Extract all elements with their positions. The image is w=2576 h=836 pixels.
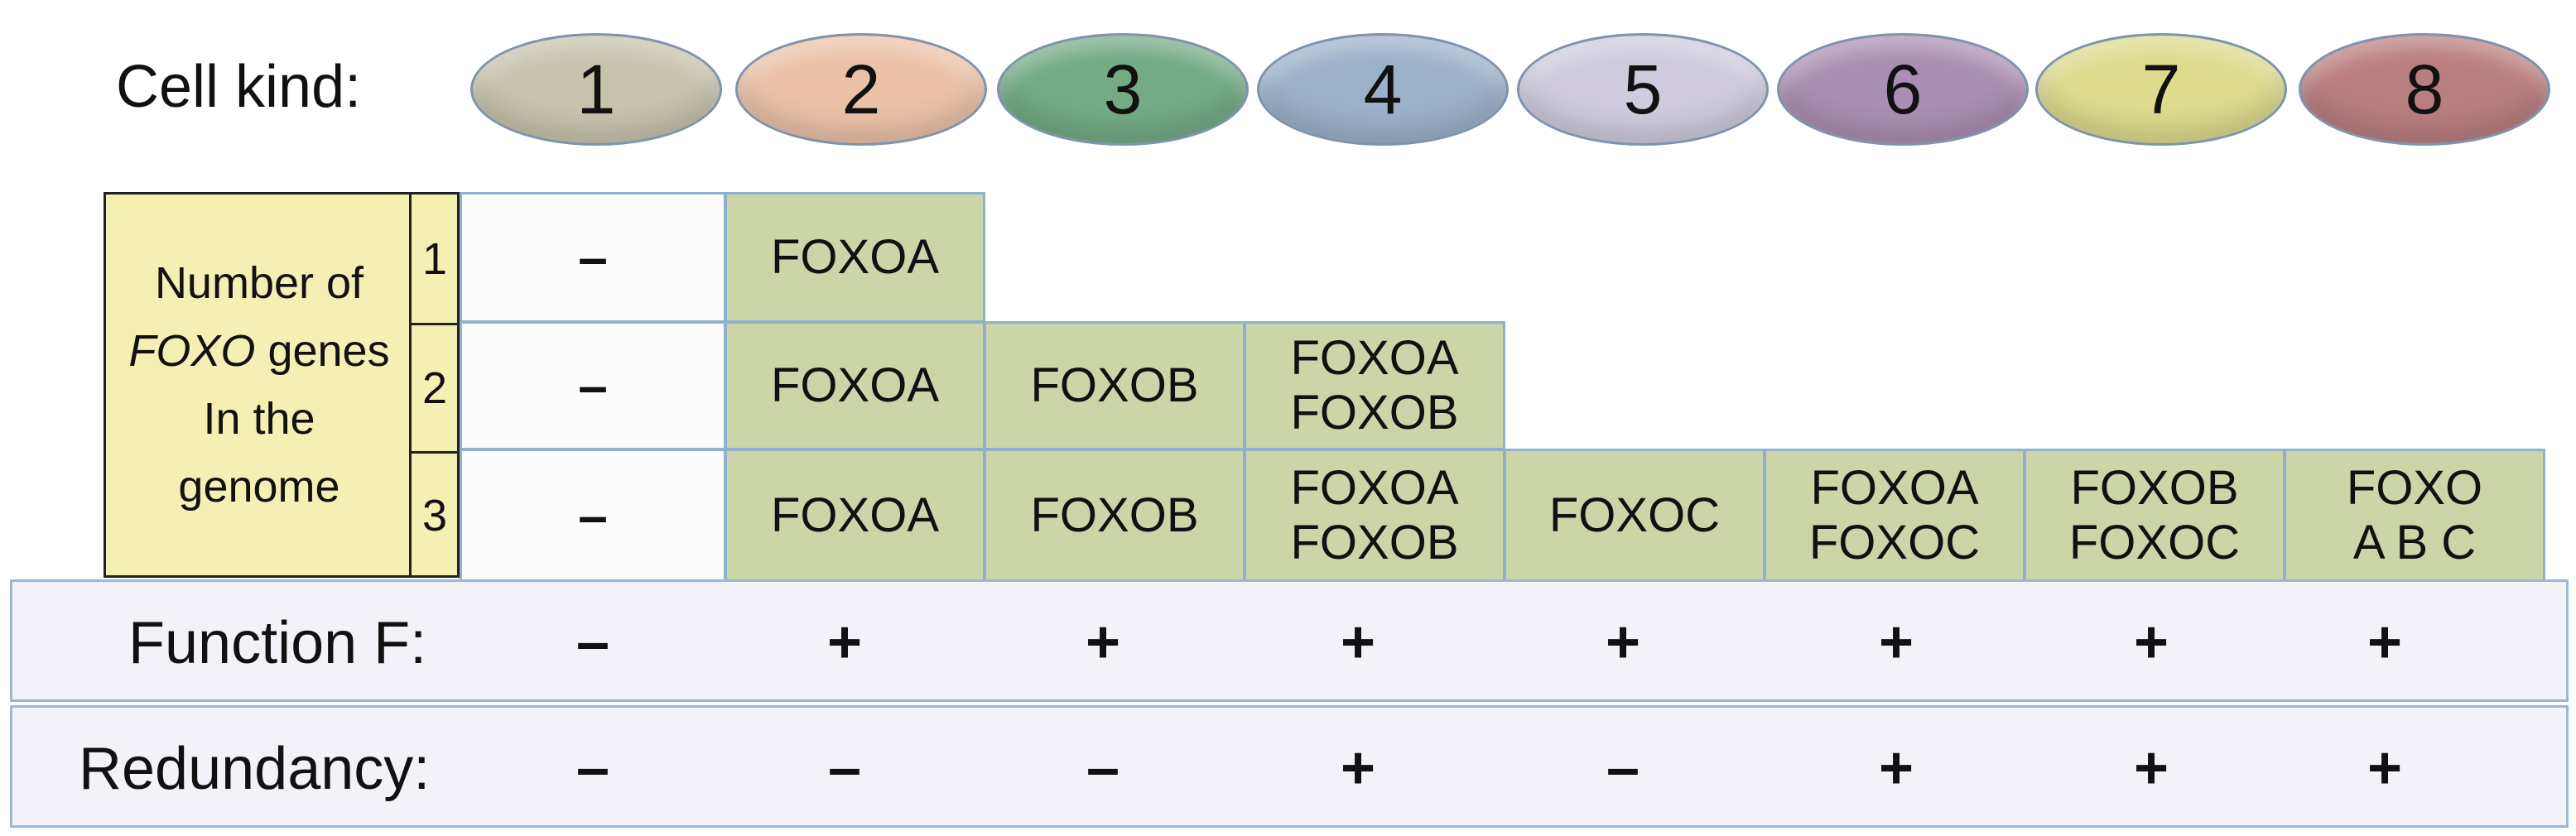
gene-count-label-line1: Number of <box>154 258 364 308</box>
redundancy-value-4: + <box>1340 735 1376 801</box>
cell-r2-k3: FOXOB <box>984 321 1245 450</box>
redundancy-value-8: + <box>2367 735 2403 801</box>
redundancy-value-7: + <box>2133 735 2169 801</box>
cell-kind-4: 4 <box>1257 33 1509 146</box>
gene-count-label: Number of FOXO genes In the genome <box>114 195 404 575</box>
cell-r3-k5: FOXOC <box>1504 449 1765 583</box>
cell-r2-k4-line1: FOXOA <box>1290 331 1459 385</box>
cell-r2-k4: FOXOA FOXOB <box>1244 321 1505 450</box>
gene-count-3: 3 <box>421 490 448 541</box>
cell-kind-8: 8 <box>2299 33 2550 146</box>
cell-r3-k4-line1: FOXOA <box>1290 461 1459 515</box>
gene-count-label-line4: genome <box>178 462 340 512</box>
redundancy-row: Redundancy: <box>10 705 2569 828</box>
function-value-8: + <box>2367 609 2403 675</box>
cell-r3-k8-line2: A B C <box>2352 516 2477 569</box>
cell-kind-1: 1 <box>470 33 722 146</box>
function-row-label: Function F: <box>128 610 427 676</box>
redundancy-value-3: – <box>1086 735 1120 801</box>
gene-count-label-line3: In the <box>203 394 315 444</box>
cell-kind-7: 7 <box>2035 33 2287 146</box>
cell-r3-k6-line1: FOXOA <box>1810 461 1979 515</box>
cell-r3-k7: FOXOB FOXOC <box>2024 449 2285 583</box>
foxo-italic-text: FOXO <box>128 326 256 376</box>
gene-count-2: 2 <box>421 363 448 413</box>
cell-kind-3: 3 <box>997 33 1249 146</box>
cell-r2-k4-line2: FOXOB <box>1290 386 1459 440</box>
redundancy-value-6: + <box>1878 735 1914 801</box>
cell-r3-k7-line2: FOXOC <box>2068 516 2241 569</box>
cell-r1-k1: – <box>460 192 726 323</box>
cell-r3-k6: FOXOA FOXOC <box>1764 449 2025 583</box>
function-row: Function F: <box>10 579 2569 702</box>
cell-kind-6: 6 <box>1777 33 2029 146</box>
cell-r3-k8-line1: FOXO <box>2346 461 2483 515</box>
redundancy-value-1: – <box>575 735 610 801</box>
cell-r2-k1: – <box>460 321 726 450</box>
redundancy-value-2: – <box>827 735 862 801</box>
gene-count-label-line2: FOXO genes <box>128 317 389 385</box>
cell-r3-k1: – <box>460 449 726 583</box>
genes-text: genes <box>255 326 390 376</box>
function-value-6: + <box>1878 609 1914 675</box>
function-value-3: + <box>1085 609 1121 675</box>
gene-count-1: 1 <box>421 233 448 284</box>
gene-count-divider <box>412 323 458 325</box>
cell-r1-k2: FOXOA <box>725 192 985 323</box>
function-value-7: + <box>2133 609 2169 675</box>
cell-r3-k2: FOXOA <box>725 449 985 583</box>
cell-kind-5: 5 <box>1517 33 1769 146</box>
function-value-4: + <box>1340 609 1376 675</box>
cell-r3-k4: FOXOA FOXOB <box>1244 449 1505 583</box>
cell-r2-k2: FOXOA <box>725 321 985 450</box>
function-value-2: + <box>826 609 863 675</box>
cell-r3-k4-line2: FOXOB <box>1290 516 1459 569</box>
function-value-1: – <box>575 609 610 675</box>
redundancy-value-5: – <box>1606 735 1640 801</box>
cell-r3-k7-line1: FOXOB <box>2070 461 2239 515</box>
cell-kind-label: Cell kind: <box>116 54 362 120</box>
cell-r3-k6-line2: FOXOC <box>1808 516 1981 569</box>
gene-count-divider <box>412 451 458 454</box>
cell-r3-k8: FOXO A B C <box>2284 449 2545 583</box>
cell-r3-k3: FOXOB <box>984 449 1245 583</box>
gene-count-numbers: 1 2 3 <box>409 195 458 575</box>
gene-count-label-box: Number of FOXO genes In the genome 1 2 3 <box>104 192 460 578</box>
redundancy-row-label: Redundancy: <box>79 736 431 802</box>
function-value-5: + <box>1605 609 1641 675</box>
cell-kind-2: 2 <box>735 33 987 146</box>
